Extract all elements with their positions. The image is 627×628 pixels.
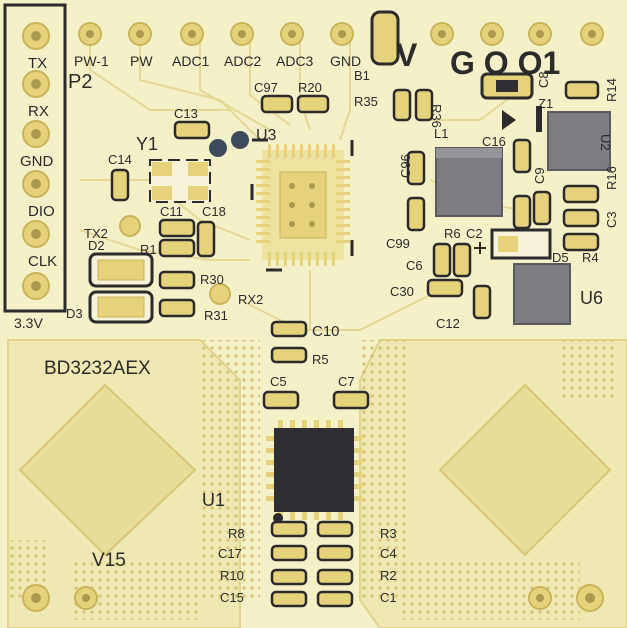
ref-u3: U3 [256, 127, 277, 144]
reference-designators: B1 Y1 U3 U1 U2 U6 R35 R36 L1 C8 Z1 R14 C… [66, 68, 619, 605]
ref-c96: C96 [398, 154, 413, 178]
header-pin-tx: TX [28, 55, 47, 72]
ref-c5: C5 [270, 374, 287, 389]
ref-r20: R20 [298, 80, 322, 95]
header-voltage: 3.3V [14, 315, 43, 331]
ref-c11: C11 [160, 204, 183, 219]
power-components [435, 72, 611, 325]
ref-tx2: TX2 [84, 226, 108, 241]
top-pin-label: ADC2 [224, 53, 262, 69]
ref-u1: U1 [202, 490, 225, 510]
passive-components [110, 80, 600, 608]
ref-rx2: RX2 [238, 292, 263, 307]
header-pads [22, 22, 50, 300]
ref-c7: C7 [338, 374, 355, 389]
ref-c6: C6 [406, 258, 423, 273]
bottom-pads [22, 584, 604, 612]
ref-c9: C9 [532, 167, 547, 184]
top-pin-pads [78, 22, 604, 46]
ref-c10: C10 [312, 323, 340, 340]
ref-c2: C2 [466, 226, 483, 241]
ref-r14: R14 [604, 78, 619, 102]
ref-r5: R5 [312, 352, 329, 367]
ref-c1: C1 [380, 590, 397, 605]
top-pin-label: PW-1 [74, 53, 109, 69]
ref-u6: U6 [580, 288, 603, 308]
ref-d5: D5 [552, 250, 569, 265]
crystal-y1 [149, 159, 211, 203]
header-outline [3, 3, 67, 313]
ref-c30: C30 [390, 284, 414, 299]
ref-l1: L1 [434, 126, 448, 141]
ref-c15: C15 [220, 590, 244, 605]
ref-r1: R1 [140, 242, 157, 257]
ref-d3: D3 [66, 306, 83, 321]
logo-text: G O O1 [450, 45, 560, 81]
ref-c12: C12 [436, 316, 460, 331]
ref-y1: Y1 [136, 134, 158, 154]
header-pin-rx: RX [28, 103, 49, 120]
ref-c97: C97 [254, 80, 278, 95]
ref-c13: C13 [174, 106, 198, 121]
ref-c18: C18 [202, 204, 226, 219]
ref-r3: R3 [380, 526, 397, 541]
ref-c16: C16 [482, 134, 506, 149]
u1-chip [266, 420, 362, 523]
leds [88, 215, 231, 324]
ref-c8: C8 [536, 71, 551, 88]
ref-r8: R8 [228, 526, 245, 541]
ref-c17: C17 [218, 546, 242, 561]
ref-r6: R6 [444, 226, 461, 241]
ref-r36: R36 [429, 104, 444, 128]
header-pin-clk: CLK [28, 253, 57, 270]
u3-chip [209, 131, 354, 272]
ref-r10: R10 [220, 568, 244, 583]
antenna-pads [18, 383, 612, 557]
ref-z1: Z1 [538, 96, 553, 111]
ref-r4: R4 [582, 250, 599, 265]
ref-c14: C14 [108, 152, 132, 167]
ref-c4: C4 [380, 546, 397, 561]
revision-label: V15 [92, 550, 126, 571]
ref-r2: R2 [380, 568, 397, 583]
header-name: P2 [68, 71, 92, 93]
chip-label: BD3232AEX [44, 358, 151, 379]
ref-r30: R30 [200, 272, 224, 287]
top-pin-label: GND [330, 53, 361, 69]
top-pin-label: ADC1 [172, 53, 210, 69]
ref-b1: B1 [354, 68, 370, 83]
top-pin-label: ADC3 [276, 53, 314, 69]
ref-c3: C3 [604, 211, 619, 228]
logo-v: V [396, 37, 418, 73]
top-pin-label: PW [130, 53, 153, 69]
ref-r31: R31 [204, 308, 228, 323]
ref-d2: D2 [88, 238, 105, 253]
ref-r16: R16 [604, 166, 619, 190]
battery-pad-b1 [370, 10, 400, 66]
ref-c99: C99 [386, 236, 410, 251]
ref-r35: R35 [354, 94, 378, 109]
header-pin-dio: DIO [28, 203, 55, 220]
header-pin-gnd: GND [20, 153, 54, 170]
ref-u2: U2 [598, 134, 613, 151]
